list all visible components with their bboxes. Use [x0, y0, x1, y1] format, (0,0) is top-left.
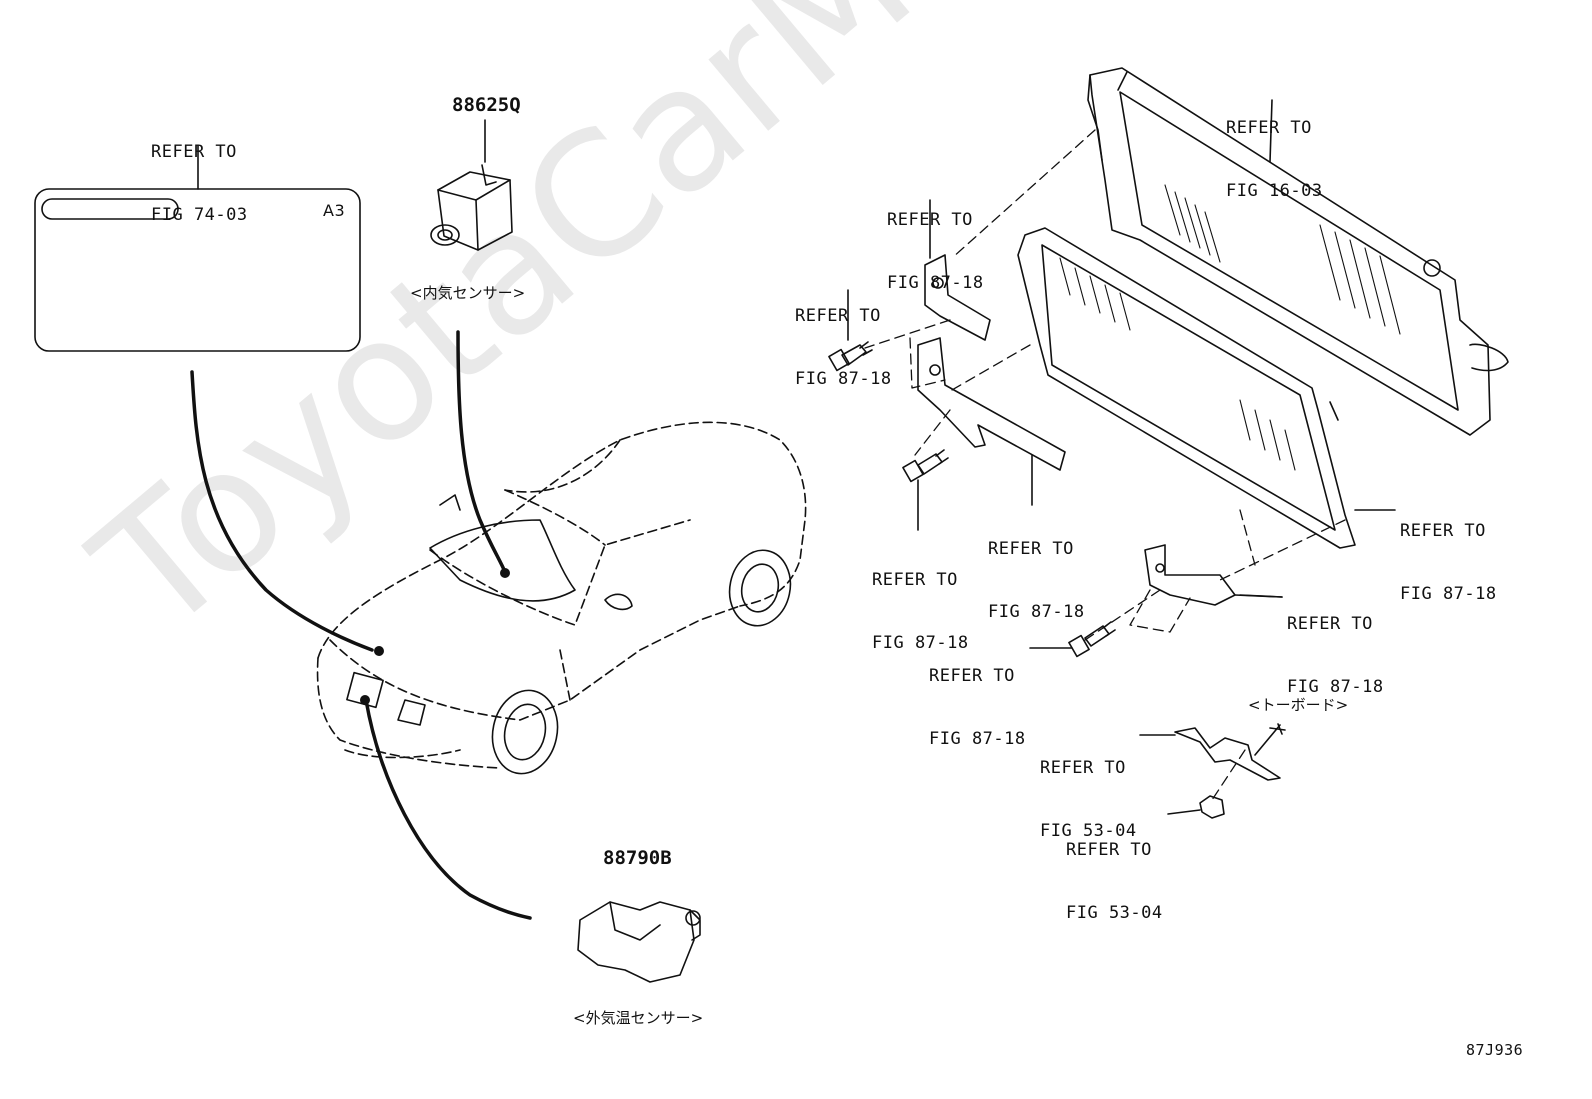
- leader-lines: [190, 330, 532, 920]
- condenser-fins: [1059, 257, 1296, 471]
- refer-fig-87-18-bolt-lower: REFER TO FIG 87-18: [929, 666, 1026, 749]
- alignment-lines: [864, 129, 1346, 801]
- part-number-88790b: 88790B: [603, 847, 672, 869]
- part-number-88625q: 88625Q: [452, 94, 521, 116]
- radiator-fins: [1164, 184, 1401, 335]
- ambient-sensor: [577, 901, 701, 983]
- refer-fig-74-03: REFER TO FIG 74-03: [151, 142, 248, 225]
- figure-code: 87J936: [1466, 1041, 1524, 1059]
- refer-fig-53-04-toeboard-clip: REFER TO FIG 53-04: [1066, 840, 1163, 923]
- refer-fig-16-03-radiator: REFER TO FIG 16-03: [1226, 118, 1323, 201]
- refer-fig-87-18-bracket-upper: REFER TO FIG 87-18: [887, 210, 984, 293]
- car-details: [346, 494, 792, 775]
- refer-fig-87-18-bracket-mid: REFER TO FIG 87-18: [988, 539, 1085, 622]
- car-body: [316, 421, 807, 769]
- radiator: [1087, 67, 1509, 436]
- refer-fig-87-18-bolt-mid: REFER TO FIG 87-18: [872, 570, 969, 653]
- bracket-mid: [917, 337, 1066, 506]
- refer-fig-87-18-condenser: REFER TO FIG 87-18: [1400, 521, 1497, 604]
- bolt-mid: [902, 449, 949, 531]
- refer-fig-87-18-bracket-lower: REFER TO FIG 87-18: [1287, 614, 1384, 697]
- sensor-dots: [360, 568, 510, 705]
- label-card: [34, 145, 361, 352]
- condenser: [1017, 227, 1356, 549]
- refer-fig-53-04-toeboard-bracket: REFER TO FIG 53-04: [1040, 758, 1137, 841]
- bolt-upper: [828, 289, 873, 372]
- label-a3: A3: [323, 201, 346, 220]
- label-leaders: [1239, 509, 1396, 598]
- interior-sensor: [430, 119, 513, 251]
- ambient-sensor-caption: <外気温センサー>: [573, 1009, 704, 1027]
- refer-fig-87-18-bolt-upper: REFER TO FIG 87-18: [795, 306, 892, 389]
- bracket-upper: [924, 199, 991, 341]
- interior-sensor-caption: <内気センサー>: [410, 284, 526, 302]
- toeboard-caption: <トーボード>: [1248, 696, 1349, 714]
- toeboard-parts: [1139, 723, 1286, 819]
- bolt-lower: [1029, 621, 1116, 658]
